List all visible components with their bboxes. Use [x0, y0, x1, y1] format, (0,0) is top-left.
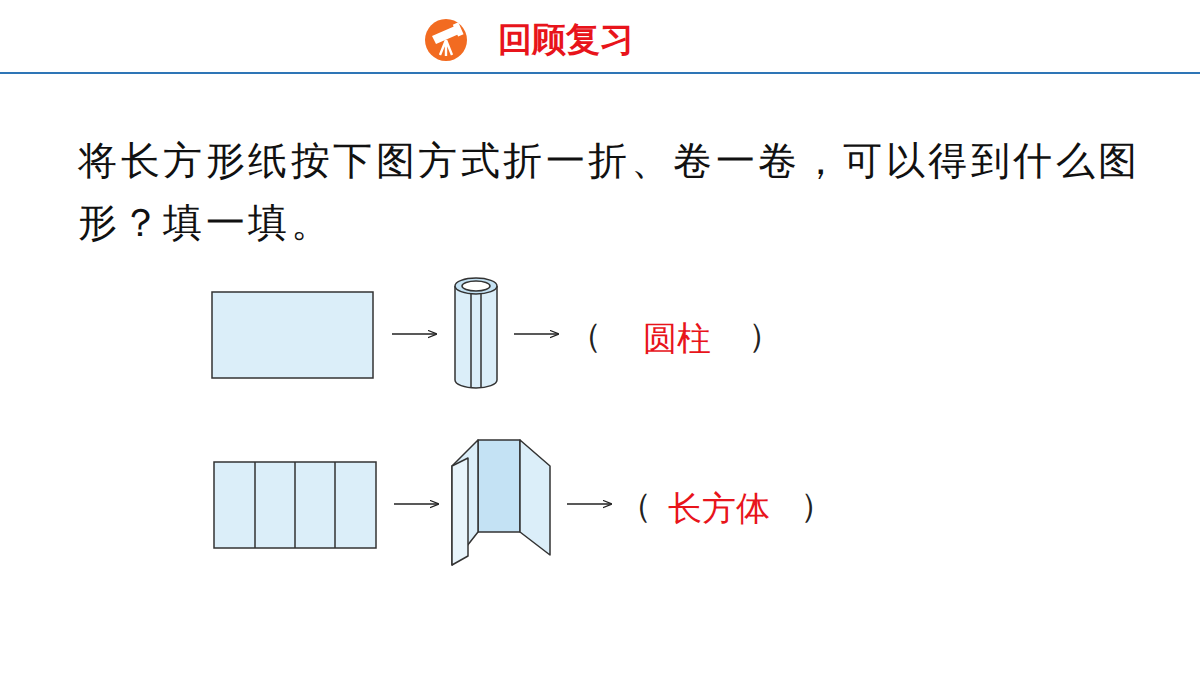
section-title: 回顾复习: [498, 22, 634, 56]
answer-text: 长方体: [668, 491, 770, 525]
process-arrow: [392, 333, 436, 335]
question-text: 将长方形纸按下图方式折一折、卷一卷，可以得到什么图形？填一填。: [78, 130, 1148, 254]
telescope-icon: [425, 19, 467, 61]
folded-paper: [214, 462, 376, 548]
open-paren: （: [568, 318, 602, 352]
open-paren: （: [618, 488, 652, 522]
process-arrow: [567, 503, 611, 505]
process-arrow: [394, 503, 438, 505]
paper-rectangle: [212, 292, 373, 378]
rolled-cylinder: [455, 278, 497, 388]
close-paren: ）: [748, 318, 782, 352]
answer-text: 圆柱: [643, 321, 711, 355]
close-paren: ）: [800, 488, 834, 522]
process-arrow: [514, 333, 558, 335]
header-rule: [0, 72, 1200, 74]
folded-prism: [452, 440, 550, 565]
